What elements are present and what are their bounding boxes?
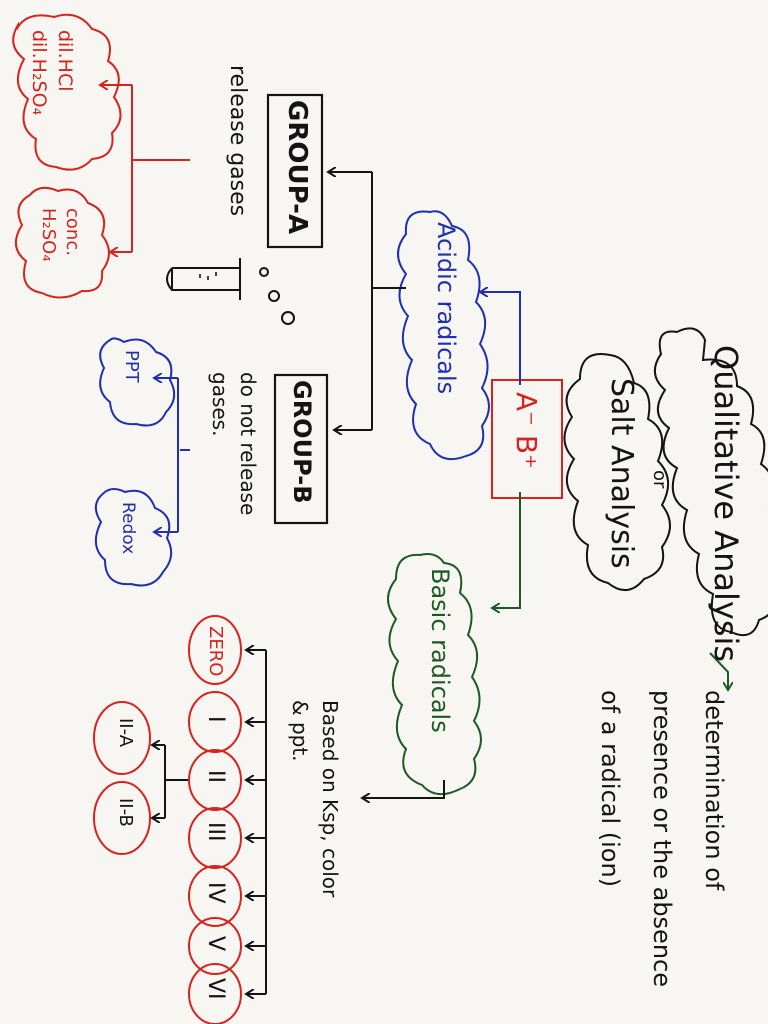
basic-to-groups	[362, 780, 445, 798]
group-b-note: do not release gases.	[208, 372, 260, 516]
group-b-box	[273, 373, 329, 525]
dil-acid-cloud	[12, 13, 122, 171]
basic-radicals-text: Basic radicals	[426, 568, 454, 733]
group-oval-4	[188, 865, 242, 927]
salt-analysis-text: Salt Analysis	[604, 378, 639, 569]
group-label-2: II	[203, 770, 228, 783]
salt-cloud	[563, 353, 671, 591]
definition-arrow	[709, 652, 728, 690]
conc-acid-text: conc. H₂SO₄	[38, 208, 83, 262]
group-label-4: IV	[203, 882, 228, 904]
conc-acid-cloud	[15, 186, 110, 299]
subgroup-oval-2b	[93, 781, 151, 855]
group-label-5: V	[203, 936, 228, 952]
group-label-6: VI	[203, 978, 228, 1000]
dil-acids-text: dil.HCl dil.H₂SO₄	[28, 30, 76, 116]
group-a-label: GROUP-A	[282, 100, 312, 235]
subgroup-oval-2a	[93, 701, 151, 775]
ppt-cloud	[99, 337, 176, 427]
basic-cloud	[387, 553, 482, 796]
group-label-1: I	[203, 716, 228, 723]
redox-text: Redox	[118, 502, 138, 555]
subgroup-label-2b: II-B	[115, 798, 136, 827]
group-label-zero: ZERO	[205, 626, 226, 677]
group-oval-6	[188, 963, 242, 1024]
group-a-box	[266, 93, 324, 249]
title-cloud	[654, 327, 768, 636]
acidic-radicals-text: Acidic radicals	[432, 222, 460, 395]
group-oval-5	[188, 917, 242, 975]
gas-bubbles-icon	[259, 267, 295, 325]
group-oval-1	[188, 691, 242, 753]
title-text: Qualitative Analysis	[707, 345, 745, 663]
ab-to-acidic	[480, 292, 521, 385]
ab-to-basic	[492, 492, 521, 608]
ab-box	[491, 379, 563, 499]
group-oval-3	[188, 807, 242, 869]
group-oval-2	[188, 749, 242, 811]
test-tube-icon	[166, 258, 241, 300]
ab-text: A⁻ B⁺	[510, 392, 543, 469]
group-oval-zero	[188, 615, 242, 685]
redox-cloud	[94, 488, 173, 587]
ppt-text: PPT	[121, 350, 142, 383]
group-b-label: GROUP-B	[288, 380, 316, 504]
group-label-3: III	[203, 822, 228, 842]
or-text: or	[649, 470, 670, 489]
definition-text: determination of presence or the absence…	[596, 690, 728, 987]
basis-text: Based on Ksp, color & ppt.	[288, 700, 342, 898]
group-a-note: release gases	[225, 65, 250, 217]
subgroup-label-2a: II-A	[115, 718, 136, 748]
